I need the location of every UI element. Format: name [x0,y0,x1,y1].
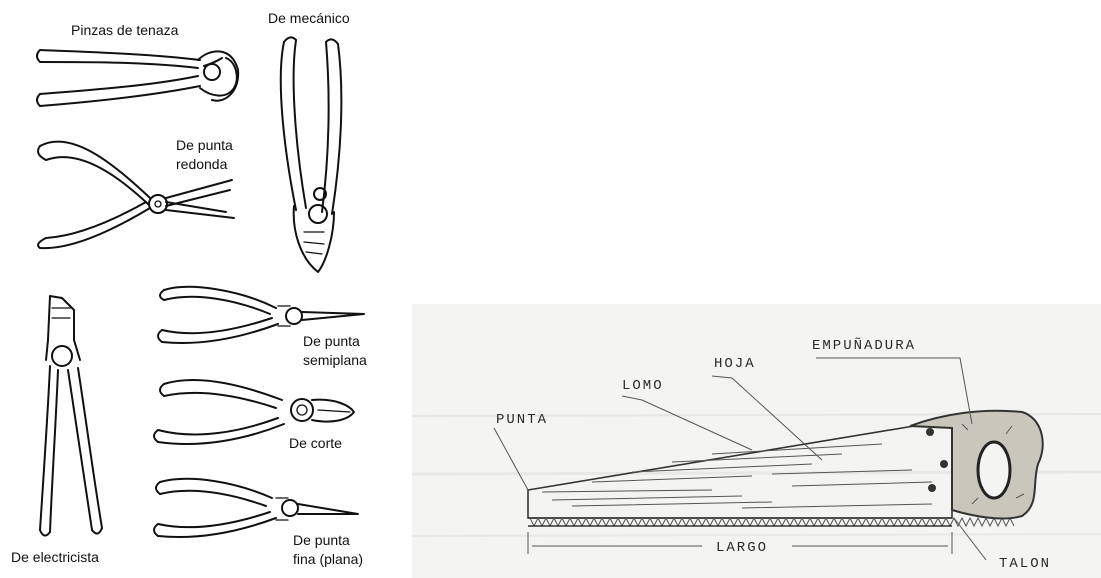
label-de-punta-fina-line1: De punta [293,532,350,549]
label-de-punta-fina-line2: fina (plana) [293,551,363,568]
fina-pliers-drawing [154,479,358,537]
label-de-punta-redonda-line1: De punta [176,137,233,154]
pliers-illustration-panel: Pinzas de tenaza De mecánico De punta re… [0,0,400,578]
label-de-punta-semiplana-line1: De punta [303,333,360,350]
label-de-corte: De corte [289,435,342,452]
saw-blade [528,426,1014,526]
label-de-punta-redonda-line2: redonda [176,156,227,173]
pliers-drawings [0,0,400,578]
electricista-pliers-drawing [40,296,102,536]
label-empunadura: EMPUÑADURA [812,338,916,354]
label-hoja: HOJA [714,356,756,372]
label-punta: PUNTA [496,412,548,428]
label-de-electricista: De electricista [11,549,99,566]
label-de-mecanico: De mecánico [268,10,350,27]
label-largo: LARGO [716,540,768,556]
mecanico-pliers-drawing [281,37,342,272]
saw-handle [910,411,1043,519]
label-lomo: LOMO [622,378,664,394]
label-talon: TALON [999,556,1051,572]
label-pinzas-de-tenaza: Pinzas de tenaza [71,22,178,39]
tenaza-pliers-drawing [37,50,238,106]
saw-illustration-panel: EMPUÑADURA HOJA LOMO PUNTA LARGO TALON [412,304,1101,578]
label-de-punta-semiplana-line2: semiplana [303,352,367,369]
saw-drawing [412,304,1101,578]
